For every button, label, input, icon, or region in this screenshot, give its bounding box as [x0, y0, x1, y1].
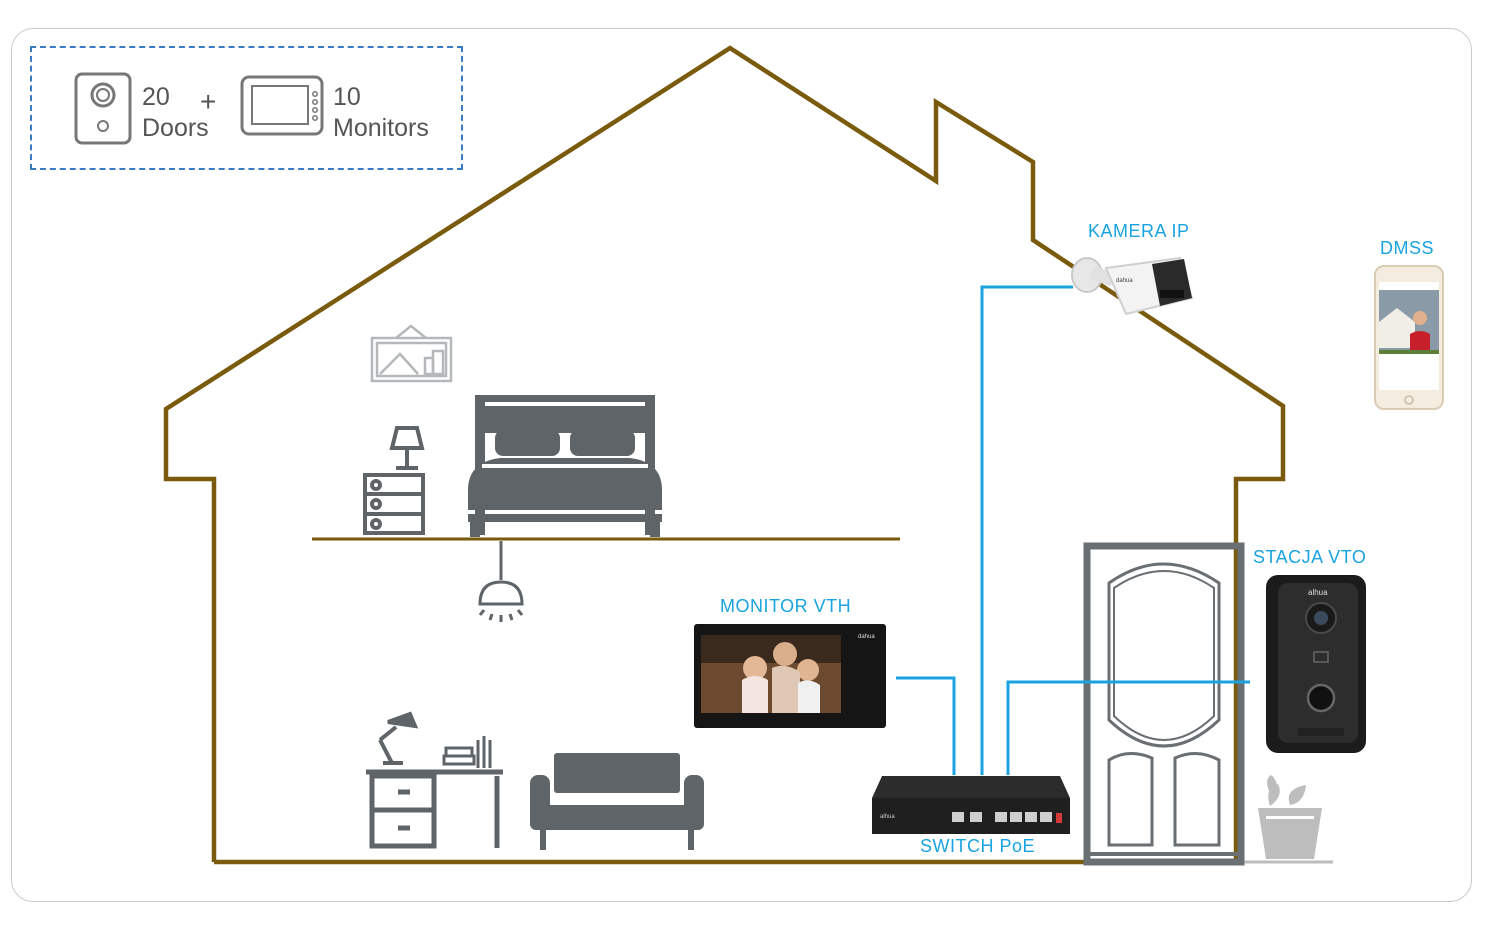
door-icon	[1083, 542, 1245, 866]
monitor-label: MONITOR VTH	[720, 596, 852, 616]
outer-frame	[11, 28, 1472, 902]
books-icon	[442, 736, 492, 768]
desk-icon	[366, 769, 503, 849]
plant-icon	[1258, 775, 1322, 859]
app-label: DMSS	[1380, 238, 1435, 258]
svg-text:dahua: dahua	[858, 634, 875, 640]
monitor-icon	[240, 75, 324, 136]
legend-box	[30, 46, 463, 170]
cable-monitor	[896, 676, 956, 775]
cable-camera	[980, 285, 1073, 775]
desk-lamp-icon	[378, 711, 419, 765]
house-outline	[163, 45, 1286, 865]
monitor-vth: dahua	[694, 624, 886, 728]
monitors-label: Monitors	[333, 114, 429, 142]
table-lamp-icon	[389, 426, 425, 470]
nightstand-icon	[363, 473, 425, 535]
sofa-icon	[530, 753, 704, 850]
picture-frame-icon	[370, 324, 453, 383]
cable-station	[1006, 680, 1250, 775]
switch-label: SWITCH PoE	[920, 836, 1036, 856]
doors-label: Doors	[142, 114, 209, 142]
svg-text:alhua: alhua	[880, 814, 895, 820]
svg-text:dahua: dahua	[1116, 278, 1133, 284]
smartphone-icon	[1374, 265, 1444, 410]
svg-text:alhua: alhua	[1308, 588, 1328, 597]
door-station-vto: alhua	[1266, 575, 1366, 753]
ceiling-lamp-icon	[478, 541, 524, 622]
monitors-count: 10	[333, 83, 361, 111]
legend-plus: +	[200, 86, 217, 117]
switch-icon: alhua	[872, 776, 1070, 834]
camera-label: KAMERA IP	[1088, 221, 1190, 241]
door-station-icon	[74, 72, 132, 145]
station-label: STACJA VTO	[1253, 547, 1367, 567]
cables	[896, 285, 1250, 775]
camera-icon: dahua	[1071, 256, 1194, 316]
doors-count: 20	[142, 83, 170, 111]
